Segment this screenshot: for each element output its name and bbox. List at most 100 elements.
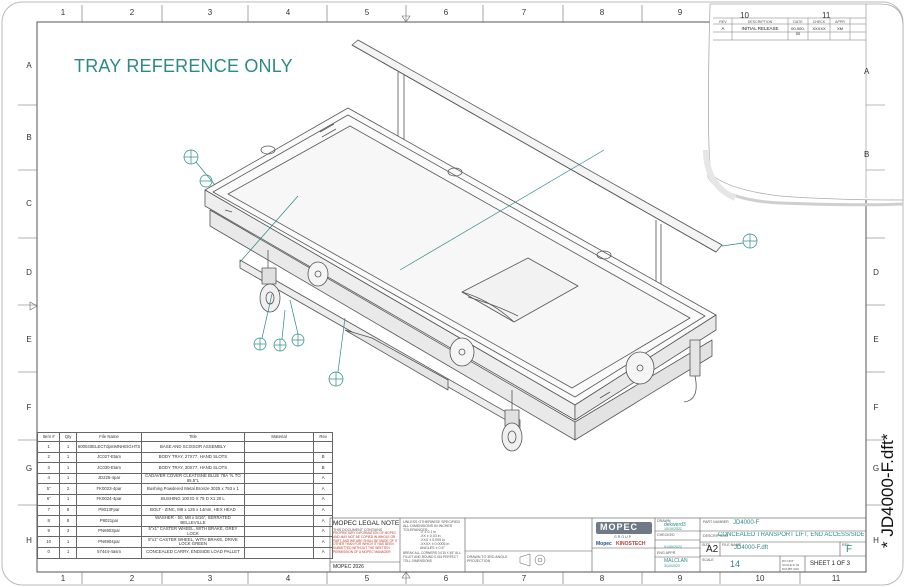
bom-title: BUSHING 100 ID X 75 D X1 20 L [141, 493, 245, 506]
bom-rev: B [313, 451, 333, 464]
zone-col-5-bottom: 5 [364, 574, 370, 583]
bom-title: BODY TRAY, 27X77, HAND SLOTS [141, 451, 245, 464]
rev-row-rev: A [721, 26, 725, 31]
zone-col-3-bottom: 3 [207, 574, 213, 583]
zone-row-b: B [26, 133, 32, 142]
bom-rev: A [313, 493, 333, 506]
tolerance-2: .XX ± 0.03 in [420, 534, 441, 538]
bom-item: 1 [36, 441, 61, 453]
rev-zone-b: B [864, 150, 870, 159]
bom-material [243, 536, 315, 548]
bom-qty: 1 [59, 441, 77, 453]
drawn-by: dekwerd3 [664, 522, 686, 528]
rev-row-check: XXXXX [812, 26, 826, 31]
bom-title: CONCEALED CARRY, ENDSIDE LOAD PALLET [141, 546, 245, 559]
partner-mopec: Mopec [596, 541, 612, 547]
zone-row-g-right: G [872, 464, 880, 473]
zone-col-8-bottom: 8 [599, 574, 605, 583]
rev-header-description: DESCRIPTION [747, 20, 773, 24]
bom-item: 2 [36, 451, 61, 464]
bom-header-row: Item # Qty File Name Title Material Rev [36, 432, 333, 442]
legal-sub: THIS DOCUMENT CONTAINS [333, 528, 383, 532]
bom-material [243, 451, 315, 464]
bom-item: 7 [36, 504, 61, 517]
bom-filename: P8013Fpar [75, 504, 143, 517]
bom-material [243, 483, 315, 495]
zone-row-f-right: F [873, 403, 879, 412]
bom-material [243, 525, 315, 538]
file-name: JD4000-F.dft [734, 545, 769, 551]
bom-qty: 2 [59, 483, 77, 495]
bom-qty: 1 [59, 462, 77, 474]
drawn-label: DRAWN [657, 519, 671, 523]
bom-item: 10 [36, 536, 61, 548]
bom-material [243, 504, 315, 517]
description-label: DESCRIPTION [703, 534, 728, 538]
bom-header-material: Material [243, 432, 315, 442]
bom-item: 8 [36, 515, 61, 527]
tray-assembly-drawing [204, 39, 723, 452]
rev-header-appr: APPR [835, 20, 845, 24]
bill-of-materials-table: Item # Qty File Name Title Material Rev … [36, 432, 333, 559]
zone-col-2-bottom: 2 [129, 574, 135, 583]
zone-col-6-bottom: 6 [443, 574, 449, 583]
bom-rev: A [313, 504, 333, 517]
legal-body: PROPRIETARY INFORMATION OF MOPEC AND MAY… [333, 531, 398, 554]
bom-material [243, 462, 315, 474]
bom-rev: B [313, 462, 333, 474]
company-group: GROUP [614, 535, 633, 539]
zone-col-5: 5 [364, 8, 370, 17]
sheet-count: SHEET 1 OF 3 [810, 561, 850, 567]
bom-item: 5" [36, 483, 61, 495]
break-note: BREAK ALL CORNERS 0.015 X 45° ALL FILLET… [403, 551, 461, 563]
copyright: MOPEC 2026 [333, 564, 364, 570]
zone-row-h: H [26, 536, 32, 545]
zone-col-1: 1 [60, 8, 66, 17]
size-label: SIZE [702, 543, 710, 547]
rev-header-rev: REV [719, 20, 727, 24]
zone-col-4: 4 [285, 8, 291, 17]
page-curl [703, 3, 904, 207]
bom-filename: FK0023-4par [75, 483, 143, 495]
bom-item: 3 [36, 462, 61, 474]
bom-qty: 1 [59, 493, 77, 506]
bom-filename: 57444-4asm [75, 546, 143, 559]
zone-col-11-bottom: 11 [831, 574, 841, 583]
bom-item: 6" [36, 493, 61, 506]
zone-col-3: 3 [207, 8, 213, 17]
bom-title: WASHER - 50, M8 x 5/16", SERRATED BELLEV… [141, 515, 245, 527]
bom-title: CADAVER COVER CLEATISNE BLUE 78A ?L TO 6… [141, 472, 245, 485]
bom-header-item: Item # [36, 432, 61, 442]
legal-heading: MOPEC LEGAL NOTE [333, 520, 400, 527]
rev-row-description: INITIAL RELEASE [741, 26, 779, 31]
drawn-date: 10/10/2022 [664, 527, 682, 531]
bom-title: BODY TRAY, 30X77, HAND SLOTS [141, 462, 245, 474]
rev-col-10: 10 [740, 11, 749, 20]
bom-filename: JC030-Etam [75, 462, 143, 474]
zone-row-c: C [26, 199, 32, 208]
bom-rev [313, 441, 333, 453]
part-number: JD4000-F [733, 520, 760, 526]
rev-label: REV [842, 543, 850, 547]
rev-row-appr: XM [837, 26, 843, 31]
rev-header-date: DATE [793, 20, 803, 24]
bom-filename: JD225-4par [75, 472, 143, 485]
bom-rev: A [313, 472, 333, 485]
rev-zone-a: A [864, 67, 870, 76]
zone-col-6: 6 [443, 8, 449, 17]
rev-header-check: CHECK [812, 20, 826, 24]
partner-kinostech: KINOSTECH [616, 541, 646, 547]
zone-col-9: 9 [677, 8, 683, 17]
zone-row-e-right: E [873, 335, 879, 344]
zone-row-a: A [26, 61, 32, 70]
bom-title: BOLT - ZINC, M8 x 125 x 14mm, HEX HEAD [141, 504, 245, 517]
zone-row-e: E [26, 335, 32, 344]
